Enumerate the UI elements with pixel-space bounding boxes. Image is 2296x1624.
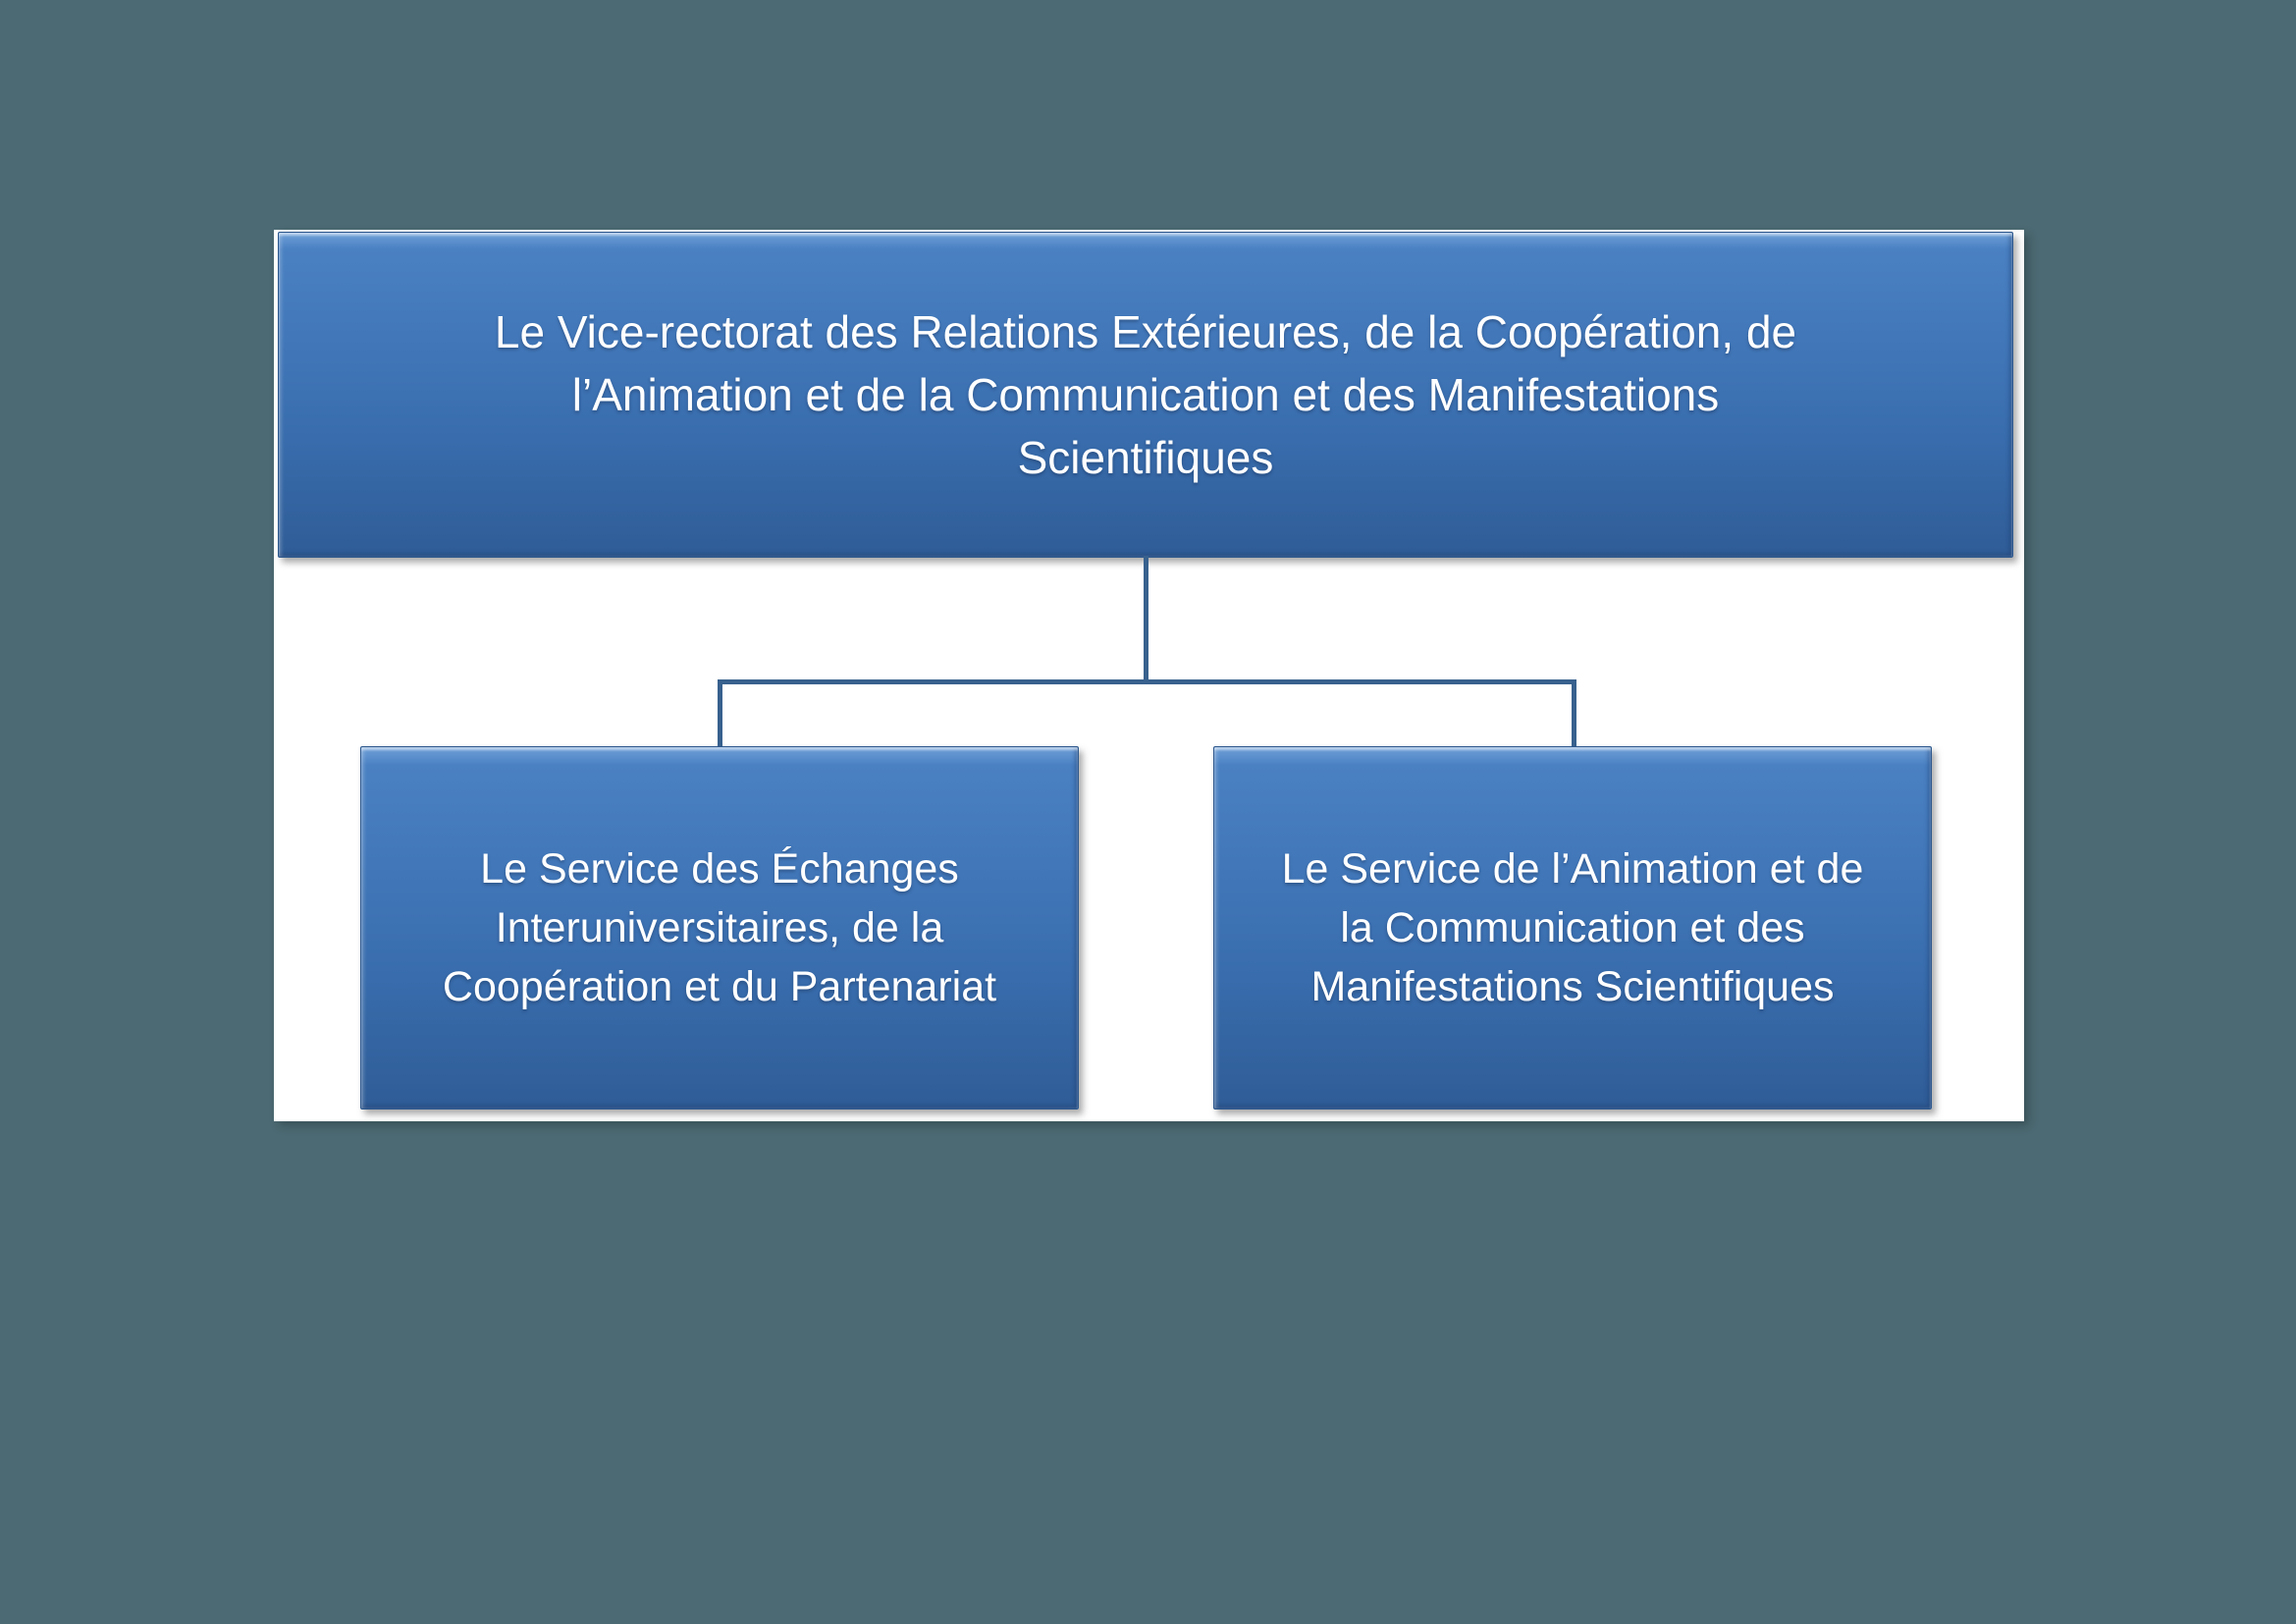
org-node-vice-rectorat-line-2: l’Animation et de la Communication et de… xyxy=(571,369,1720,420)
org-node-service-animation-line-1: Le Service de l’Animation et de xyxy=(1281,845,1864,893)
org-node-service-echanges-line-3: Coopération et du Partenariat xyxy=(442,963,997,1010)
org-node-service-animation: Le Service de l’Animation et de la Commu… xyxy=(1213,746,1932,1110)
org-node-service-animation-line-2: la Communication et des xyxy=(1340,904,1805,951)
org-node-service-echanges-line-2: Interuniversitaires, de la xyxy=(495,904,944,951)
connector-drop-left xyxy=(718,679,722,748)
connector-root-stem xyxy=(1144,556,1148,683)
org-node-service-echanges: Le Service des Échanges Interuniversitai… xyxy=(360,746,1079,1110)
org-node-vice-rectorat-line-3: Scientifiques xyxy=(1017,432,1274,483)
diagram-panel: Le Vice-rectorat des Relations Extérieur… xyxy=(274,230,2024,1121)
org-node-vice-rectorat: Le Vice-rectorat des Relations Extérieur… xyxy=(278,232,2013,558)
org-node-vice-rectorat-line-1: Le Vice-rectorat des Relations Extérieur… xyxy=(494,306,1797,357)
org-node-service-echanges-line-1: Le Service des Échanges xyxy=(480,845,959,893)
connector-horizontal-bar xyxy=(718,679,1576,684)
connector-drop-right xyxy=(1572,679,1576,748)
org-node-service-animation-line-3: Manifestations Scientifiques xyxy=(1310,963,1835,1010)
